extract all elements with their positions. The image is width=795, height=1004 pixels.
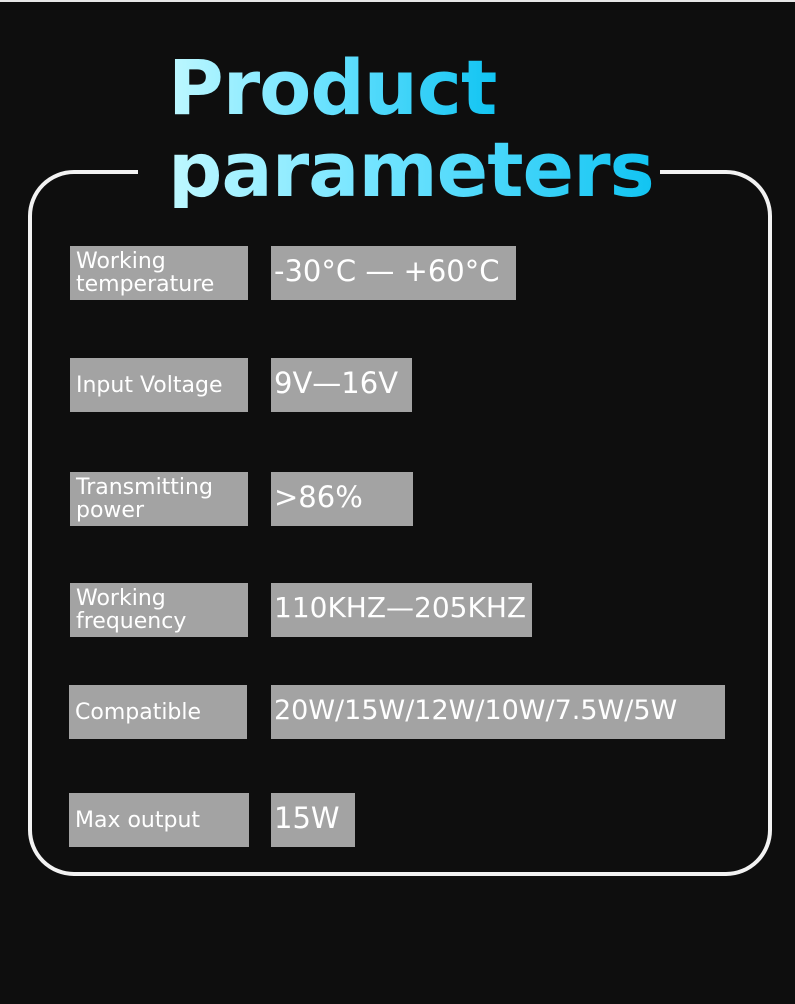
param-value-max-output: 15W [271,793,355,847]
label-line: power [76,498,144,523]
param-label-working-frequency: Working frequency [70,583,248,637]
param-label-compatible: Compatible [69,685,247,739]
param-value-input-voltage: 9V—16V [271,358,412,412]
label-line: Working [76,249,166,274]
param-label-max-output: Max output [69,793,249,847]
param-label-transmitting-power: Transmitting power [70,472,248,526]
page-title-line-1: Product [168,43,497,132]
label-line: temperature [76,272,215,297]
label-line: Compatible [75,699,202,725]
label-line: Input Voltage [76,372,223,398]
label-line: frequency [76,609,187,634]
title-gap [138,150,660,200]
label-line: Max output [75,807,201,833]
param-value-transmitting-power: >86% [271,472,413,526]
top-divider [0,0,795,2]
param-label-input-voltage: Input Voltage [70,358,248,412]
param-value-working-temperature: -30°C — +60°C [271,246,516,300]
param-value-compatible: 20W/15W/12W/10W/7.5W/5W [271,685,725,739]
label-line: Transmitting [76,475,213,500]
label-line: Working [76,586,166,611]
param-label-working-temperature: Working temperature [70,246,248,300]
param-value-working-frequency: 110KHZ—205KHZ [271,583,532,637]
page-title-line-2: parameters [168,125,655,214]
